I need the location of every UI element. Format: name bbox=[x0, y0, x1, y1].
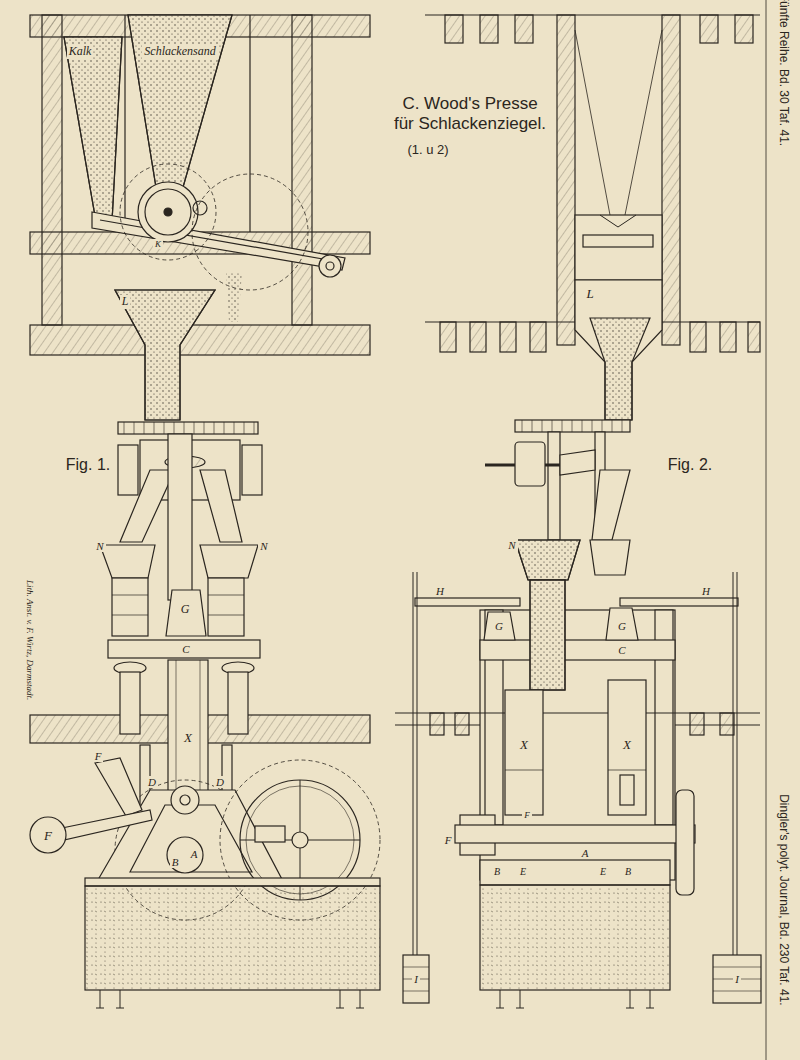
part-letter: X bbox=[621, 738, 633, 753]
part-letter: I bbox=[412, 973, 420, 986]
plate-number: (1. u 2) bbox=[407, 143, 448, 158]
part-letter: N bbox=[258, 540, 269, 553]
material-name: Kalk bbox=[67, 45, 94, 59]
part-letter: H bbox=[434, 585, 446, 598]
part-letter: C bbox=[180, 643, 191, 656]
series-mark: Fünfte Reihe. Bd. 30 Taf. 41. bbox=[776, 0, 790, 146]
part-letter: G bbox=[493, 620, 505, 633]
part-letter: F bbox=[93, 750, 104, 763]
part-letter: L bbox=[120, 295, 131, 309]
part-letter: N bbox=[506, 539, 517, 552]
part-letter: H bbox=[700, 585, 712, 598]
part-letter: L bbox=[584, 287, 595, 302]
part-letter: D bbox=[214, 776, 226, 789]
part-letter: F bbox=[443, 834, 454, 847]
figure-label: Fig. 1. bbox=[66, 456, 110, 474]
printer-credit: Lith. Anst. v. F. Wirtz, Darmstadt. bbox=[25, 580, 35, 700]
figure-label: Fig. 2. bbox=[668, 456, 712, 474]
part-letter: X bbox=[182, 731, 194, 746]
journal-mark: Dingler's polyt. Journal, Bd. 230 Taf. 4… bbox=[776, 794, 790, 1006]
part-letter: B bbox=[492, 866, 502, 878]
part-letter: K bbox=[153, 239, 163, 249]
part-letter: B bbox=[623, 866, 633, 878]
part-letter: E bbox=[518, 866, 528, 878]
part-letter: F bbox=[42, 829, 54, 844]
part-letter: D bbox=[146, 776, 158, 789]
part-letter: A bbox=[189, 848, 200, 861]
part-letter: C bbox=[616, 644, 627, 657]
part-letter: A bbox=[580, 847, 591, 860]
part-letter: B bbox=[170, 856, 181, 869]
part-letter: I bbox=[733, 973, 741, 986]
part-letter: X bbox=[518, 738, 530, 753]
part-letter: F bbox=[522, 810, 532, 820]
part-letter: E bbox=[598, 866, 608, 878]
part-letter: N bbox=[94, 540, 105, 553]
plate-title: C. Wood's Presse für Schlackenziegel. bbox=[383, 94, 558, 133]
material-name: Schlackensand bbox=[142, 45, 217, 59]
part-letter: G bbox=[616, 620, 628, 633]
part-letter: G bbox=[179, 603, 192, 617]
